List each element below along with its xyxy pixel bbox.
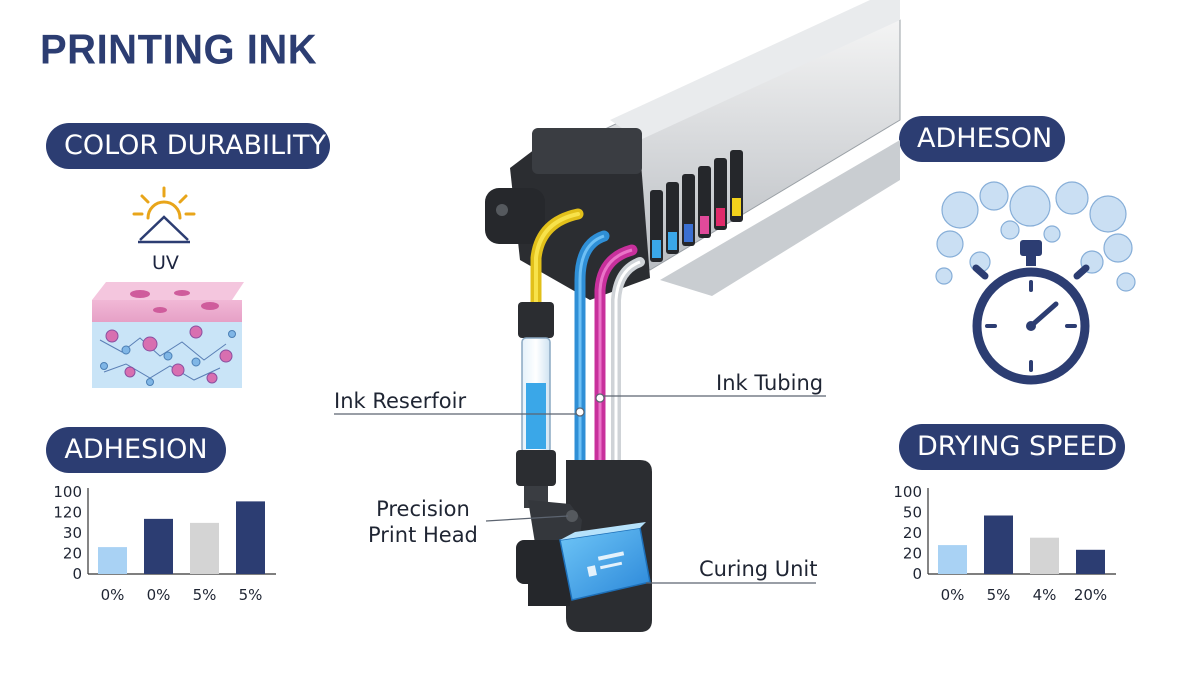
print-head-label-line1: Precision <box>376 497 470 521</box>
ink-tubing-label: Ink Tubing <box>716 371 824 395</box>
drying-speed-y-tick: 0 <box>912 565 922 583</box>
adhesion-bar <box>236 501 265 574</box>
drying-speed-bar <box>1030 537 1059 574</box>
adheson-pill: ADHESON <box>899 116 1065 162</box>
print-head-label: Precision Print Head <box>368 496 478 548</box>
drying-speed-y-tick: 50 <box>903 504 922 522</box>
page-title: PRINTING INK <box>40 26 318 74</box>
drying-speed-x-label: 4% <box>1033 586 1057 604</box>
color-durability-pill: COLOR DURABILITY <box>46 123 330 169</box>
adhesion-bar <box>144 518 173 574</box>
adhesion-x-label: 5% <box>193 586 217 604</box>
drying-speed-bar <box>984 515 1013 574</box>
drying-speed-bar <box>938 545 967 574</box>
drying-speed-x-label: 20% <box>1074 586 1107 604</box>
drying-speed-y-tick: 100 <box>893 483 922 501</box>
ink-reservoir-label: Ink Reserfoir <box>334 389 467 413</box>
drying-speed-pill: DRYING SPEED <box>899 424 1125 470</box>
adhesion-x-label: 5% <box>239 586 263 604</box>
uv-label: UV <box>152 252 179 274</box>
adhesion-x-label: 0% <box>101 586 125 604</box>
curing-unit-label: Curing Unit <box>699 557 818 581</box>
drying-speed-y-tick: 20 <box>903 545 922 563</box>
adhesion-bar <box>190 522 219 574</box>
drying-speed-x-label: 5% <box>987 586 1011 604</box>
drying-speed-x-label: 0% <box>941 586 965 604</box>
print-head-label-line2: Print Head <box>368 523 478 547</box>
adhesion-y-tick: 120 <box>53 504 82 522</box>
adhesion-bar-chart: 100 120 30 20 0 0% 0% 5% 5% <box>53 483 276 604</box>
adhesion-bar <box>98 547 127 574</box>
drying-speed-y-tick: 20 <box>903 524 922 542</box>
drying-speed-bar-chart: 100 50 20 20 0 0% 5% 4% 20% <box>893 483 1116 604</box>
adhesion-y-tick: 0 <box>72 565 82 583</box>
drying-speed-bar <box>1076 549 1105 574</box>
adhesion-y-tick: 30 <box>63 524 82 542</box>
adhesion-pill: ADHESION <box>46 427 226 473</box>
adhesion-y-tick: 20 <box>63 545 82 563</box>
adhesion-y-tick: 100 <box>53 483 82 501</box>
adhesion-x-label: 0% <box>147 586 171 604</box>
